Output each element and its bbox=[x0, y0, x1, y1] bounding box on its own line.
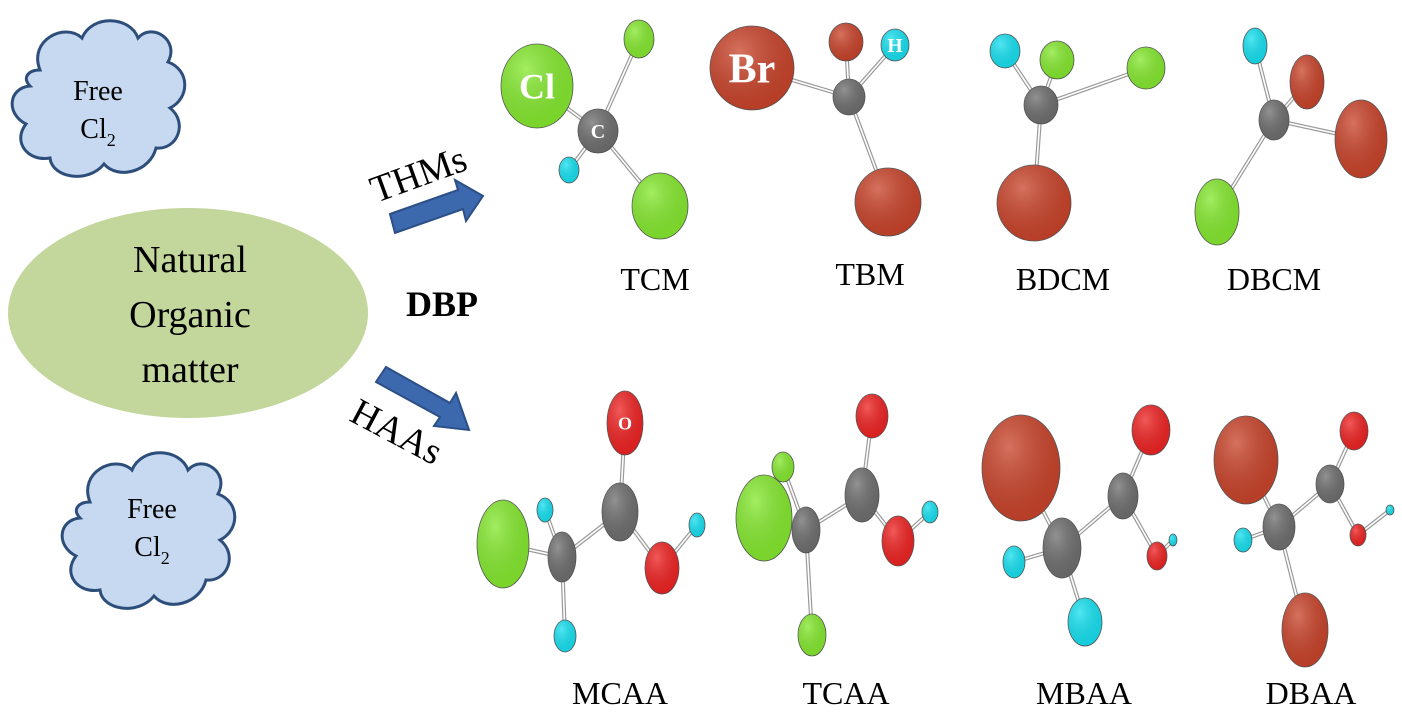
br-atom-shade bbox=[982, 415, 1060, 521]
h-atom-shade bbox=[922, 501, 938, 523]
molecule-models: C Cl Br H O bbox=[476, 19, 1395, 668]
haas-arrow: HAAs bbox=[344, 365, 471, 474]
br-atom-shade bbox=[1282, 593, 1328, 667]
c-atom-shade bbox=[1263, 504, 1295, 550]
h-atom-shade bbox=[1068, 598, 1102, 646]
molecule-label-tcm: TCM bbox=[620, 261, 689, 297]
o-atom-shade bbox=[607, 391, 643, 455]
nom-ellipse bbox=[8, 208, 368, 418]
c-atom-shade bbox=[1108, 473, 1138, 519]
cl-atom-shade bbox=[501, 44, 573, 128]
h-atom-label: H bbox=[887, 36, 902, 57]
h-atom-shade bbox=[1234, 528, 1252, 552]
cl-atom-shade bbox=[772, 452, 794, 482]
dbp-label: DBP bbox=[406, 284, 478, 324]
molecule-mbaa bbox=[981, 404, 1178, 647]
c-atom-shade bbox=[1316, 465, 1344, 503]
br-atom-label: Br bbox=[729, 47, 776, 93]
h-atom-shade bbox=[554, 620, 576, 652]
cloud-text-free: Free bbox=[73, 76, 123, 107]
cloud-text-free: Free bbox=[127, 494, 177, 525]
c-atom-shade bbox=[578, 109, 618, 153]
cl-atom-shade bbox=[1195, 179, 1239, 245]
molecule-tcaa bbox=[735, 393, 939, 657]
cl-atom-shade bbox=[1127, 47, 1165, 89]
free-chlorine-cloud-bottom: Free Cl2 bbox=[60, 451, 237, 610]
h-atom-shade bbox=[537, 498, 553, 522]
c-atom-shade bbox=[1259, 100, 1289, 140]
c-atom-shade bbox=[1024, 86, 1058, 124]
o-atom-shade bbox=[1132, 405, 1170, 455]
o-atom-shade bbox=[1340, 412, 1368, 450]
natural-organic-matter: Natural Organic matter bbox=[8, 208, 368, 418]
br-atom-shade bbox=[710, 26, 794, 110]
molecule-bdcm bbox=[989, 33, 1166, 242]
cloud-shape bbox=[10, 19, 187, 178]
br-atom-shade bbox=[1214, 416, 1278, 504]
br-atom-shade bbox=[1290, 55, 1324, 109]
cl-atom-shade bbox=[624, 20, 654, 58]
cl-atom-shade bbox=[798, 614, 826, 656]
h-atom-shade bbox=[990, 34, 1020, 68]
nom-line-1: Natural bbox=[133, 239, 247, 281]
molecule-mcaa: O bbox=[476, 390, 706, 653]
h-atom-shade bbox=[1003, 546, 1025, 578]
cloud-text-cl: Cl bbox=[134, 532, 161, 563]
molecule-dbaa bbox=[1213, 411, 1395, 668]
molecule-label-tbm: TBM bbox=[835, 256, 904, 292]
cloud-text-cl2: Cl2 bbox=[80, 114, 115, 150]
molecule-label-dbaa: DBAA bbox=[1266, 675, 1357, 711]
cloud-text-cl: Cl bbox=[80, 114, 107, 145]
h-atom-shade bbox=[881, 29, 909, 61]
h-atom-shade bbox=[689, 513, 705, 537]
cl-atom-label: Cl bbox=[519, 67, 555, 107]
molecule-label-tcaa: TCAA bbox=[802, 675, 889, 711]
free-chlorine-cloud-top: Free Cl2 bbox=[10, 19, 187, 178]
haas-arrow-shape bbox=[374, 365, 471, 432]
h-atom-shade bbox=[559, 157, 579, 183]
h-atom-shade bbox=[1169, 534, 1177, 546]
nom-line-2: Organic bbox=[129, 294, 251, 336]
c-atom-shade bbox=[548, 532, 576, 582]
br-atom-shade bbox=[1335, 100, 1387, 178]
o-atom-shade bbox=[1147, 542, 1167, 570]
cl-atom-shade bbox=[736, 475, 792, 561]
c-atom-label: C bbox=[591, 121, 605, 143]
thms-arrow: THMs bbox=[365, 138, 485, 235]
cloud-text-subscript: 2 bbox=[161, 548, 170, 568]
cloud-shape bbox=[60, 451, 237, 610]
cloud-text-cl2: Cl2 bbox=[134, 532, 169, 568]
br-atom-shade bbox=[829, 23, 863, 61]
o-atom-label: O bbox=[618, 413, 632, 433]
c-atom-shade bbox=[1043, 518, 1081, 578]
nom-line-3: matter bbox=[141, 349, 238, 391]
thms-arrow-shape bbox=[388, 177, 485, 235]
o-atom-shade bbox=[1350, 524, 1366, 546]
cl-atom-shade bbox=[632, 173, 688, 239]
o-atom-shade bbox=[856, 394, 888, 438]
cl-atom-shade bbox=[1040, 41, 1074, 79]
c-atom-shade bbox=[792, 507, 820, 553]
c-atom-shade bbox=[833, 79, 865, 115]
c-atom-shade bbox=[602, 483, 638, 541]
molecule-label-dbcm: DBCM bbox=[1227, 261, 1321, 297]
h-atom-shade bbox=[1386, 505, 1394, 515]
molecule-dbcm bbox=[1194, 27, 1388, 246]
molecule-tcm: C Cl bbox=[500, 19, 689, 240]
cloud-text-subscript: 2 bbox=[107, 130, 116, 150]
c-atom-shade bbox=[845, 468, 879, 522]
br-atom-shade bbox=[997, 165, 1071, 241]
o-atom-shade bbox=[882, 516, 914, 566]
cl-atom-shade bbox=[477, 500, 529, 588]
molecule-label-bdcm: BDCM bbox=[1016, 261, 1110, 297]
molecule-tbm: Br H bbox=[709, 22, 922, 237]
molecule-label-mbaa: MBAA bbox=[1036, 675, 1132, 711]
h-atom-shade bbox=[1243, 28, 1267, 64]
o-atom-shade bbox=[645, 542, 679, 594]
molecule-label-mcaa: MCAA bbox=[572, 675, 668, 711]
br-atom-shade bbox=[855, 168, 921, 236]
